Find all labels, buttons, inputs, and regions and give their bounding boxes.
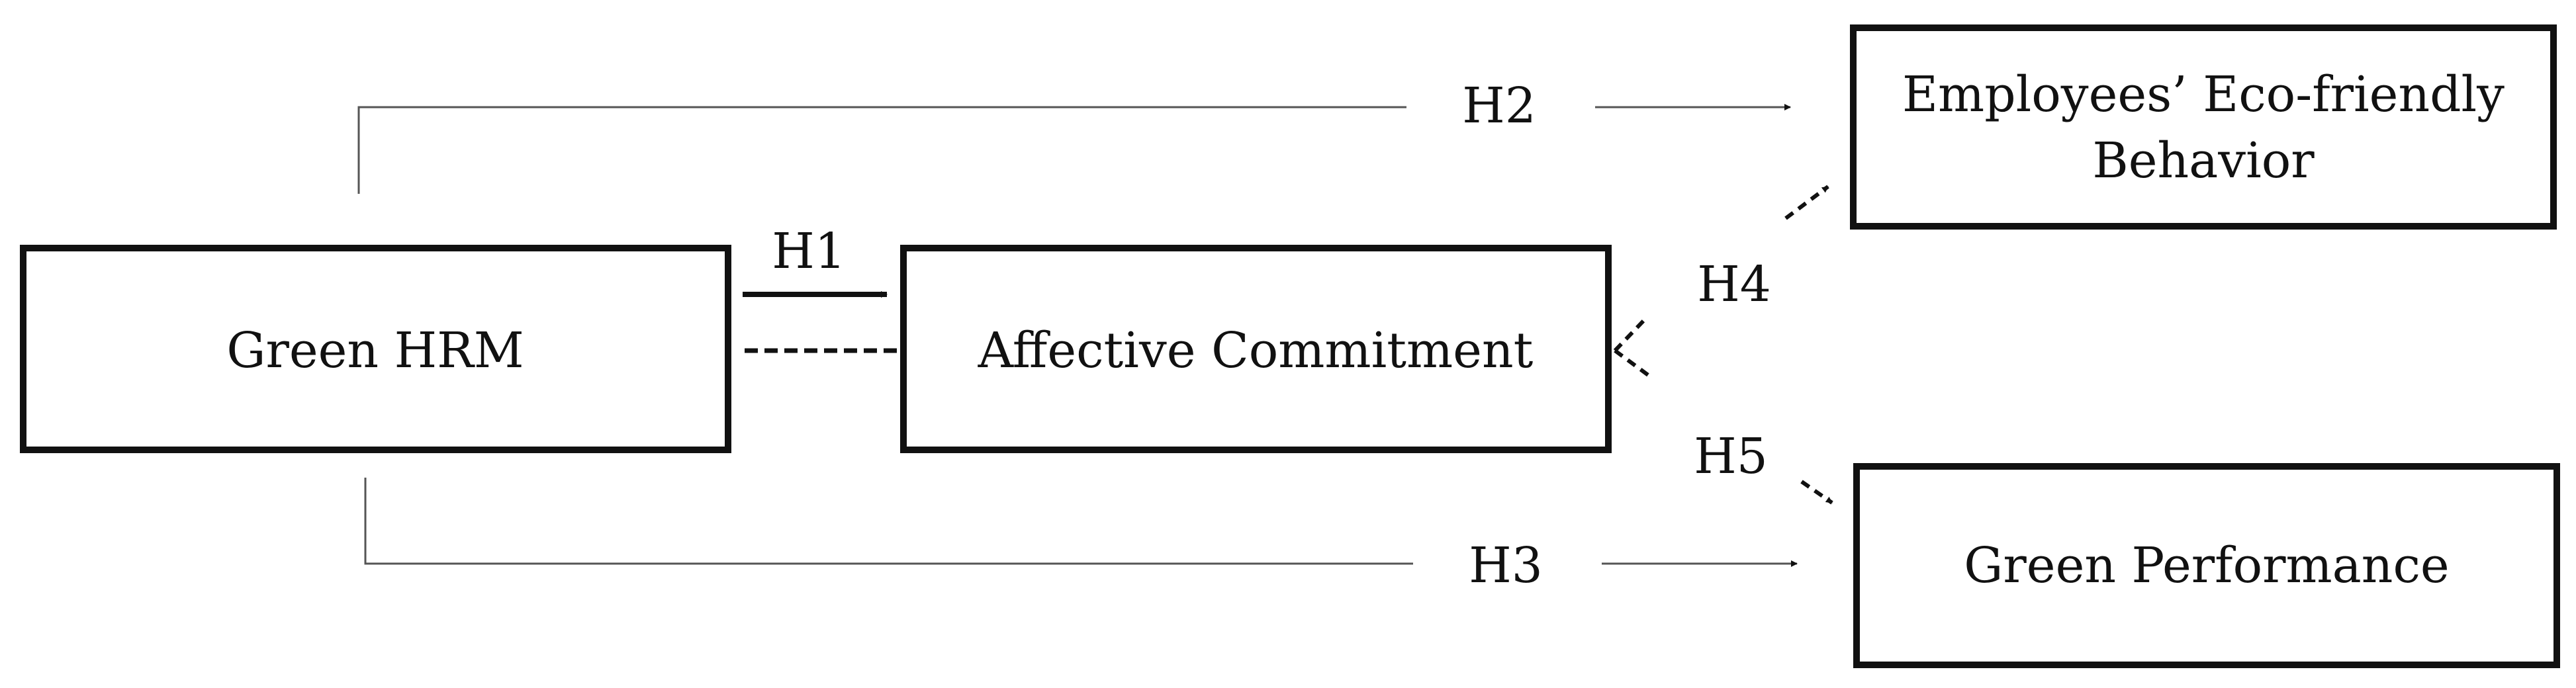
label-h4: H4 <box>1697 256 1771 313</box>
node-green-hrm: Green HRM <box>20 245 731 453</box>
arrow-h5 <box>1800 480 1833 505</box>
node-label-eco-behavior-line1: Employees’ Eco-friendly <box>1902 66 2505 123</box>
node-label-green-performance: Green Performance <box>1964 537 2449 594</box>
node-eco-friendly-behavior: Employees’ Eco-friendly Behavior <box>1850 24 2557 230</box>
node-green-performance: Green Performance <box>1853 463 2560 668</box>
node-label-affective-commitment: Affective Commitment <box>978 322 1534 379</box>
label-h2: H2 <box>1462 77 1536 134</box>
label-h3: H3 <box>1469 537 1543 594</box>
arrow-h4 <box>1784 185 1829 220</box>
dashed-stub-h5 <box>1614 349 1654 380</box>
line-h3 <box>364 478 1413 565</box>
node-label-eco-behavior-line2: Behavior <box>2092 132 2315 189</box>
path-h3: H3 <box>364 478 1798 594</box>
path-h1: H1 <box>743 223 897 353</box>
dashed-stub-h4 <box>1613 318 1647 353</box>
path-h4: H4 <box>1613 185 1829 353</box>
node-affective-commitment: Affective Commitment <box>900 245 1612 453</box>
path-h2: H2 <box>357 77 1791 194</box>
label-h1: H1 <box>772 223 846 280</box>
path-h5: H5 <box>1614 349 1833 505</box>
node-label-green-hrm: Green HRM <box>226 322 524 379</box>
label-h5: H5 <box>1694 428 1768 485</box>
line-h2 <box>357 106 1406 194</box>
